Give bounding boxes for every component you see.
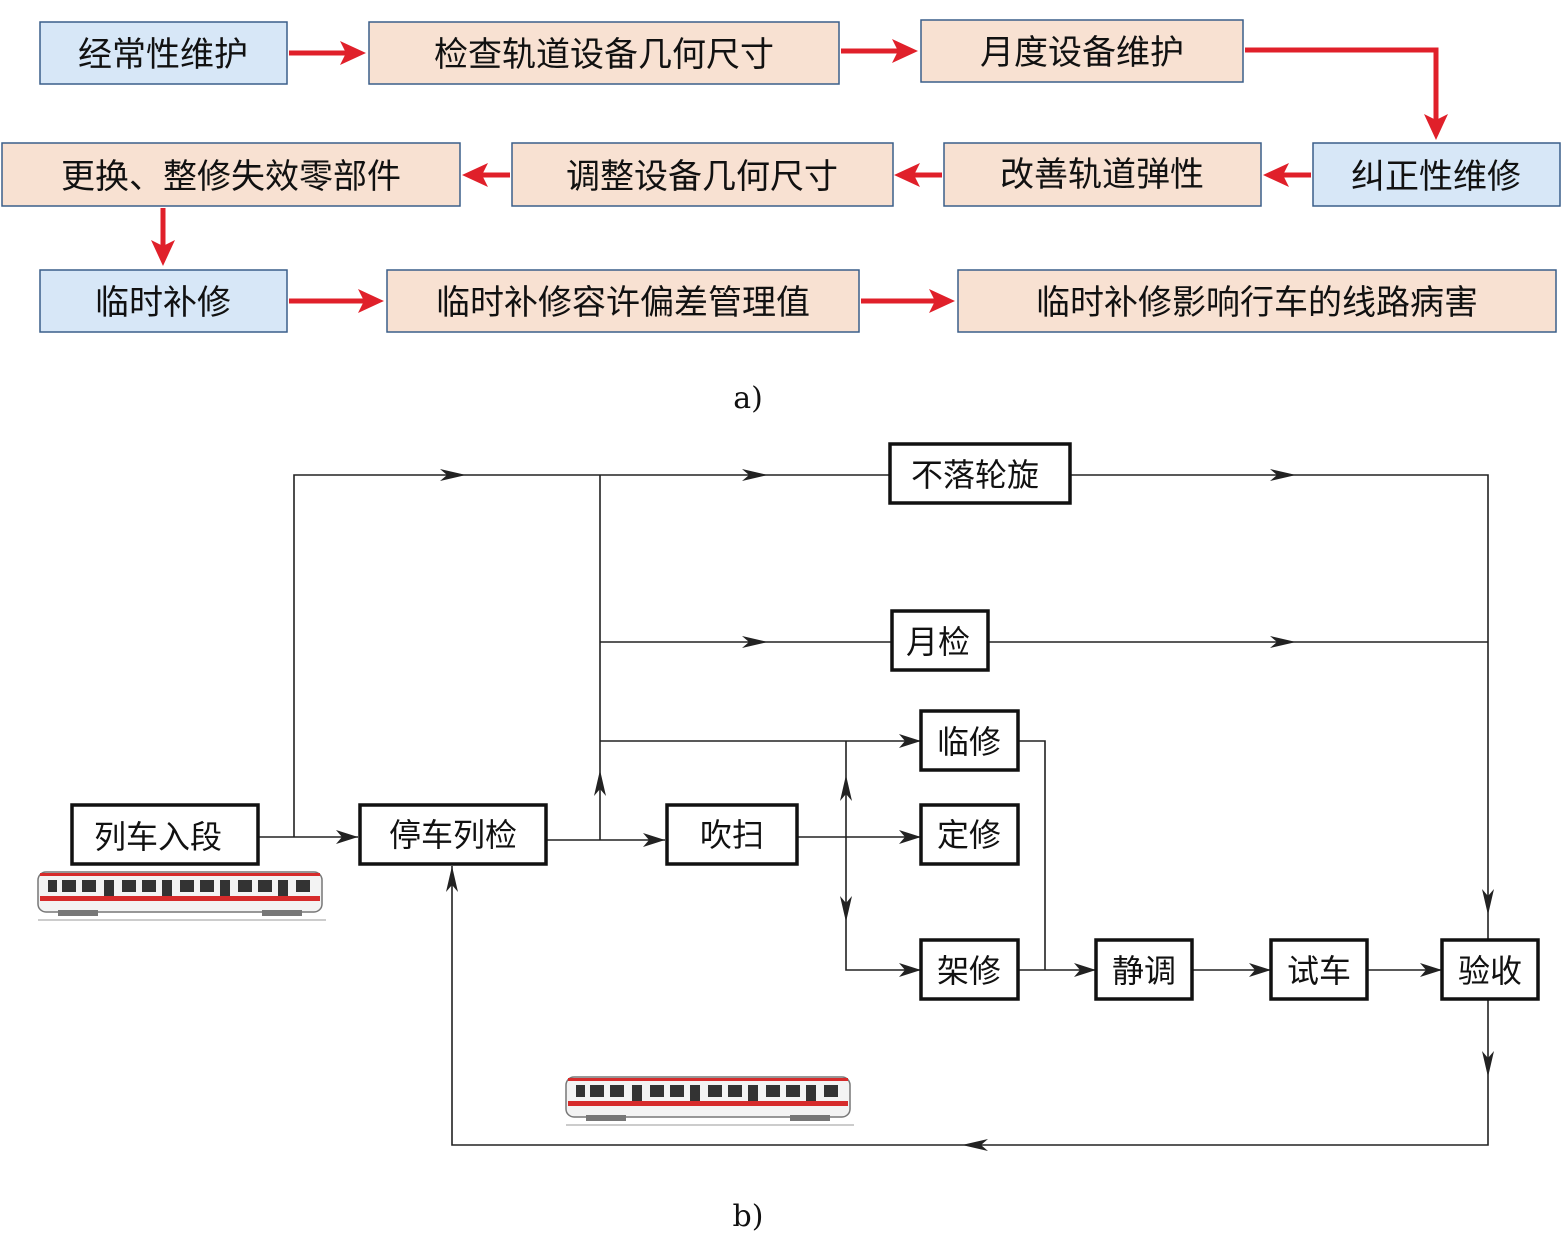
node-wheel-lathe-label: 不落轮旋 bbox=[911, 456, 1039, 494]
node-replace-parts-label: 更换、整修失效零部件 bbox=[61, 157, 401, 197]
node-static-adjust-label: 静调 bbox=[1112, 952, 1176, 990]
node-scheduled-fix: 定修 bbox=[919, 803, 1020, 866]
train-image-bottom bbox=[565, 1076, 854, 1126]
part-a-flowchart: 经常性维护 检查轨道设备几何尺寸 月度设备维护 更换、整修失效零部件 调整设备几… bbox=[1, 19, 1561, 333]
caption-a: a) bbox=[733, 381, 763, 416]
node-monthly-maintenance: 月度设备维护 bbox=[920, 19, 1244, 83]
node-improve-elasticity: 改善轨道弹性 bbox=[943, 142, 1262, 207]
node-routine-maintenance: 经常性维护 bbox=[39, 21, 288, 85]
node-train-in: 列车入段 bbox=[70, 803, 260, 866]
node-acceptance: 验收 bbox=[1440, 938, 1540, 1001]
node-replace-parts: 更换、整修失效零部件 bbox=[1, 142, 461, 207]
node-inspect-geometry: 检查轨道设备几何尺寸 bbox=[368, 21, 840, 85]
node-adjust-geometry-label: 调整设备几何尺寸 bbox=[566, 157, 838, 197]
caption-b: b) bbox=[733, 1199, 764, 1234]
node-temp-defects-label: 临时补修影响行车的线路病害 bbox=[1036, 283, 1478, 323]
node-monthly-maintenance-label: 月度设备维护 bbox=[980, 33, 1184, 73]
node-adjust-geometry: 调整设备几何尺寸 bbox=[511, 142, 894, 207]
node-corrective-maintenance: 纠正性维修 bbox=[1312, 142, 1561, 207]
node-test-run-label: 试车 bbox=[1287, 952, 1351, 990]
node-wheel-lathe: 不落轮旋 bbox=[888, 442, 1072, 505]
node-static-adjust: 静调 bbox=[1094, 938, 1194, 1001]
arrow-replace-to-temp-repair bbox=[151, 208, 175, 266]
node-temp-tolerance: 临时补修容许偏差管理值 bbox=[386, 269, 860, 333]
node-monthly-check-label: 月检 bbox=[906, 623, 970, 661]
node-monthly-check: 月检 bbox=[890, 609, 990, 672]
node-temp-tolerance-label: 临时补修容许偏差管理值 bbox=[436, 283, 810, 323]
part-b-flowchart: 列车入段 停车列检 吹扫 不落轮旋 月检 临修 定修 架修 bbox=[37, 442, 1540, 1151]
node-routine-maintenance-label: 经常性维护 bbox=[78, 35, 248, 75]
node-temp-fix: 临修 bbox=[919, 709, 1020, 772]
node-acceptance-label: 验收 bbox=[1458, 952, 1522, 990]
arrow-routine-to-inspect bbox=[289, 41, 366, 65]
node-parking-check: 停车列检 bbox=[358, 803, 548, 866]
node-blow-clean-label: 吹扫 bbox=[700, 816, 764, 854]
arrow-inspect-to-monthly bbox=[841, 39, 918, 63]
node-blow-clean: 吹扫 bbox=[665, 803, 799, 866]
node-temp-fix-label: 临修 bbox=[937, 723, 1001, 761]
node-frame-fix: 架修 bbox=[919, 938, 1020, 1001]
node-frame-fix-label: 架修 bbox=[937, 952, 1001, 990]
node-parking-check-label: 停车列检 bbox=[389, 816, 517, 854]
arrow-monthly-to-corrective bbox=[1245, 47, 1448, 140]
node-train-in-label: 列车入段 bbox=[94, 818, 222, 856]
node-temp-defects: 临时补修影响行车的线路病害 bbox=[957, 269, 1557, 333]
node-corrective-maintenance-label: 纠正性维修 bbox=[1351, 157, 1521, 197]
train-image-left bbox=[37, 871, 326, 921]
arrowheads bbox=[336, 469, 1494, 1151]
arrow-tolerance-to-defects bbox=[861, 289, 955, 313]
arrow-adjust-to-replace bbox=[462, 163, 510, 187]
node-temporary-repair-label: 临时补修 bbox=[95, 283, 231, 323]
node-test-run: 试车 bbox=[1269, 938, 1369, 1001]
arrow-corrective-to-elasticity bbox=[1263, 163, 1311, 187]
node-improve-elasticity-label: 改善轨道弹性 bbox=[1000, 155, 1204, 195]
arrow-temp-repair-to-tolerance bbox=[289, 289, 384, 313]
node-temporary-repair: 临时补修 bbox=[39, 269, 288, 333]
arrow-elasticity-to-adjust bbox=[894, 163, 942, 187]
node-inspect-geometry-label: 检查轨道设备几何尺寸 bbox=[434, 35, 774, 75]
node-scheduled-fix-label: 定修 bbox=[937, 816, 1001, 854]
